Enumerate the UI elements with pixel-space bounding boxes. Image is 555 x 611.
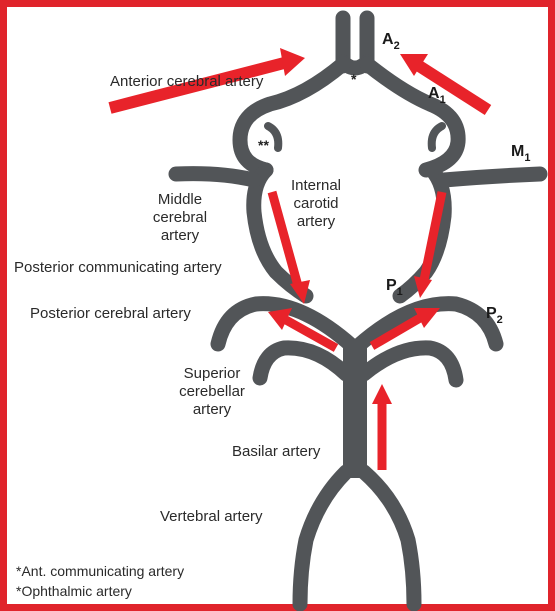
footnote-ant-communicating: *Ant. communicating artery [16,563,184,579]
label-vertebral-artery: Vertebral artery [160,508,263,525]
label-basilar-artery: Basilar artery [232,443,321,460]
label-posterior-communicating-artery: Posterior communicating artery [14,259,222,276]
label-anterior-cerebral-artery: Anterior cerebral artery [110,73,264,90]
label-superior-cerebellar-line3: artery [193,401,232,418]
label-middle-cerebral-line3: artery [161,227,200,244]
right-middle-cerebral-artery [444,174,540,180]
right-vertebral-artery [364,472,414,604]
label-internal-carotid-line1: Internal [291,177,341,194]
left-middle-cerebral-artery [176,174,254,180]
marker-ant-communicating: * [351,71,357,87]
basilar-artery [343,340,367,478]
right-ophthalmic-artery [432,126,442,148]
label-internal-carotid-line2: carotid [293,195,338,212]
marker-ophthalmic: ** [258,137,269,153]
label-middle-cerebral-line2: cerebral [153,209,207,226]
arrow-basilar-head [372,384,392,404]
left-superior-cerebellar-artery [260,348,346,378]
footnote-ophthalmic: *Ophthalmic artery [16,583,132,599]
arrow-anterior-cerebral-head [280,48,305,76]
label-superior-cerebellar-line1: Superior [184,365,241,382]
right-superior-cerebellar-artery [364,348,456,380]
left-ophthalmic-artery [268,126,278,148]
segment-label-a2: A2 [382,31,400,52]
label-superior-cerebellar-line2: cerebellar [179,383,245,400]
label-posterior-cerebral-artery: Posterior cerebral artery [30,305,191,322]
segment-label-m1: M1 [511,143,530,164]
left-vertebral-artery [300,472,346,604]
label-internal-carotid-line3: artery [297,213,336,230]
label-middle-cerebral-line1: Middle [158,191,202,208]
